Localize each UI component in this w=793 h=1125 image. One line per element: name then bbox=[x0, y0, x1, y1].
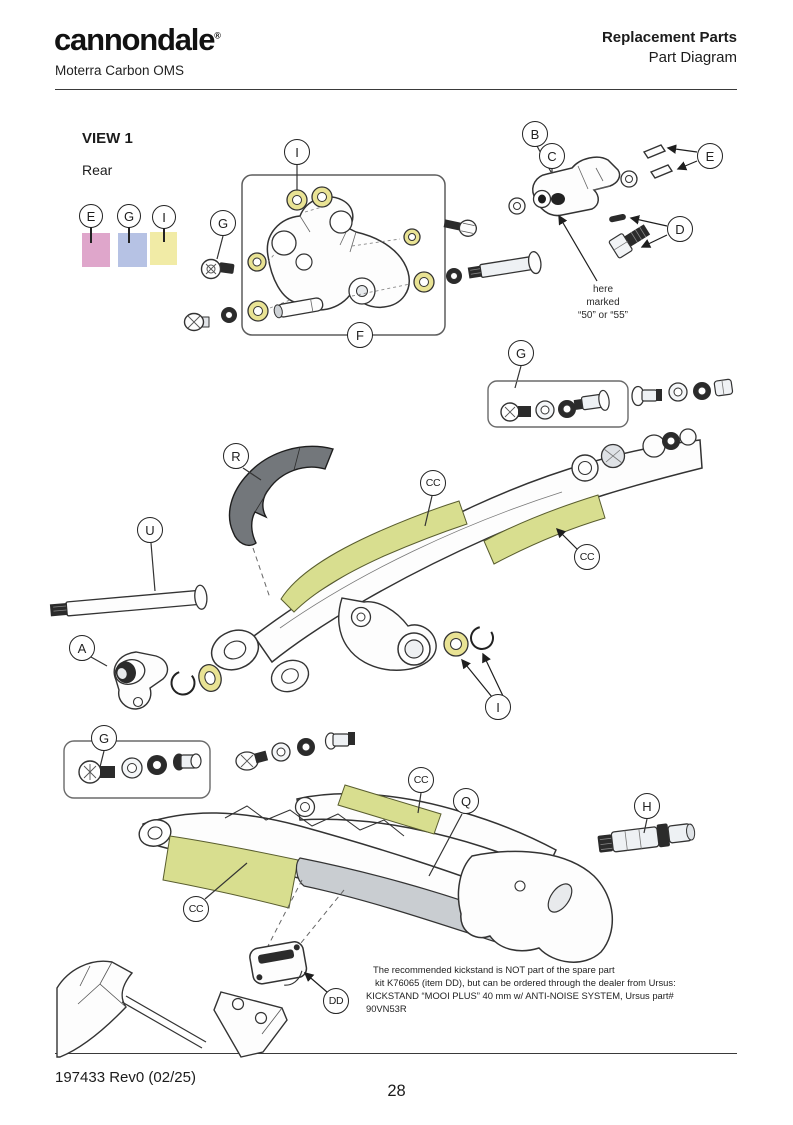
shock-bolt bbox=[608, 224, 651, 259]
brand-logo: cannondale® bbox=[54, 22, 221, 57]
kickstand-note: The recommended kickstand is NOT part of… bbox=[366, 964, 676, 1014]
callout-q: Q bbox=[453, 788, 479, 814]
model-name: Moterra Carbon OMS bbox=[55, 63, 185, 78]
link-bolt bbox=[200, 258, 235, 280]
page-number: 28 bbox=[387, 1082, 406, 1100]
doc-title: Replacement Parts bbox=[601, 29, 737, 46]
header-rule bbox=[55, 89, 737, 90]
document-number: 197433 Rev0 (02/25) bbox=[55, 1069, 196, 1086]
callout-g-bottom: G bbox=[91, 725, 117, 751]
callout-cc-4: CC bbox=[183, 896, 209, 922]
chain-guide-guard bbox=[228, 445, 334, 547]
legend-tick-e bbox=[90, 227, 92, 243]
callout-u: U bbox=[137, 517, 163, 543]
callout-i-top: I bbox=[284, 139, 310, 165]
registered-mark: ® bbox=[214, 30, 221, 41]
rear-thru-axle bbox=[597, 823, 696, 853]
chainstay-assembly bbox=[56, 784, 696, 1058]
view-title: VIEW 1 bbox=[82, 130, 133, 147]
pivot-hardware-kit-upper bbox=[487, 365, 734, 428]
marking-note: here marked “50” or “55” bbox=[577, 284, 628, 321]
legend-tick-i bbox=[163, 228, 165, 242]
link-axle bbox=[467, 251, 542, 279]
bearing-highlighted bbox=[247, 186, 435, 322]
legend-circle-e: E bbox=[79, 204, 103, 228]
frame-section bbox=[56, 960, 134, 1058]
footer-rule bbox=[55, 1053, 737, 1054]
protector-strip-top bbox=[337, 784, 442, 835]
chainstay-protector-right bbox=[483, 494, 606, 565]
chainstay-protector-left bbox=[280, 500, 468, 613]
callout-g-mid: G bbox=[508, 340, 534, 366]
callout-h: H bbox=[634, 793, 660, 819]
callout-cc-2: CC bbox=[574, 544, 600, 570]
pivot-pin bbox=[273, 297, 324, 319]
legend-circle-i: I bbox=[152, 205, 176, 229]
callout-cc-3: CC bbox=[408, 767, 434, 793]
doc-subtitle: Part Diagram bbox=[648, 49, 737, 66]
callout-c: C bbox=[539, 143, 565, 169]
derailleur-hanger bbox=[113, 651, 169, 710]
kickstand-block bbox=[249, 941, 308, 986]
legend-swatch-e bbox=[82, 233, 110, 267]
pivot-hardware-kit-lower bbox=[63, 732, 355, 799]
callout-r: R bbox=[223, 443, 249, 469]
callout-f: F bbox=[347, 322, 373, 348]
callout-b: B bbox=[522, 121, 548, 147]
main-pivot-axle bbox=[49, 584, 208, 617]
legend-swatch-g bbox=[118, 233, 147, 267]
protector-patch-bottom bbox=[162, 835, 299, 909]
callout-g-top: G bbox=[210, 210, 236, 236]
view-subtitle: Rear bbox=[82, 162, 113, 178]
document-titles: Replacement Parts Part Diagram bbox=[602, 28, 737, 68]
legend-circle-g: G bbox=[117, 204, 141, 228]
callout-d: D bbox=[667, 216, 693, 242]
rocker-link-assembly bbox=[467, 144, 698, 282]
legend-tick-g bbox=[128, 227, 130, 243]
swingarm-assembly bbox=[49, 428, 703, 710]
callout-i-mid: I bbox=[485, 694, 511, 720]
top-link-assembly bbox=[183, 158, 477, 336]
callout-dd: DD bbox=[323, 988, 349, 1014]
small-bolt bbox=[443, 219, 477, 237]
kickstand-plate bbox=[213, 991, 288, 1058]
callout-cc-1: CC bbox=[420, 470, 446, 496]
callout-a: A bbox=[69, 635, 95, 661]
callout-e: E bbox=[697, 143, 723, 169]
